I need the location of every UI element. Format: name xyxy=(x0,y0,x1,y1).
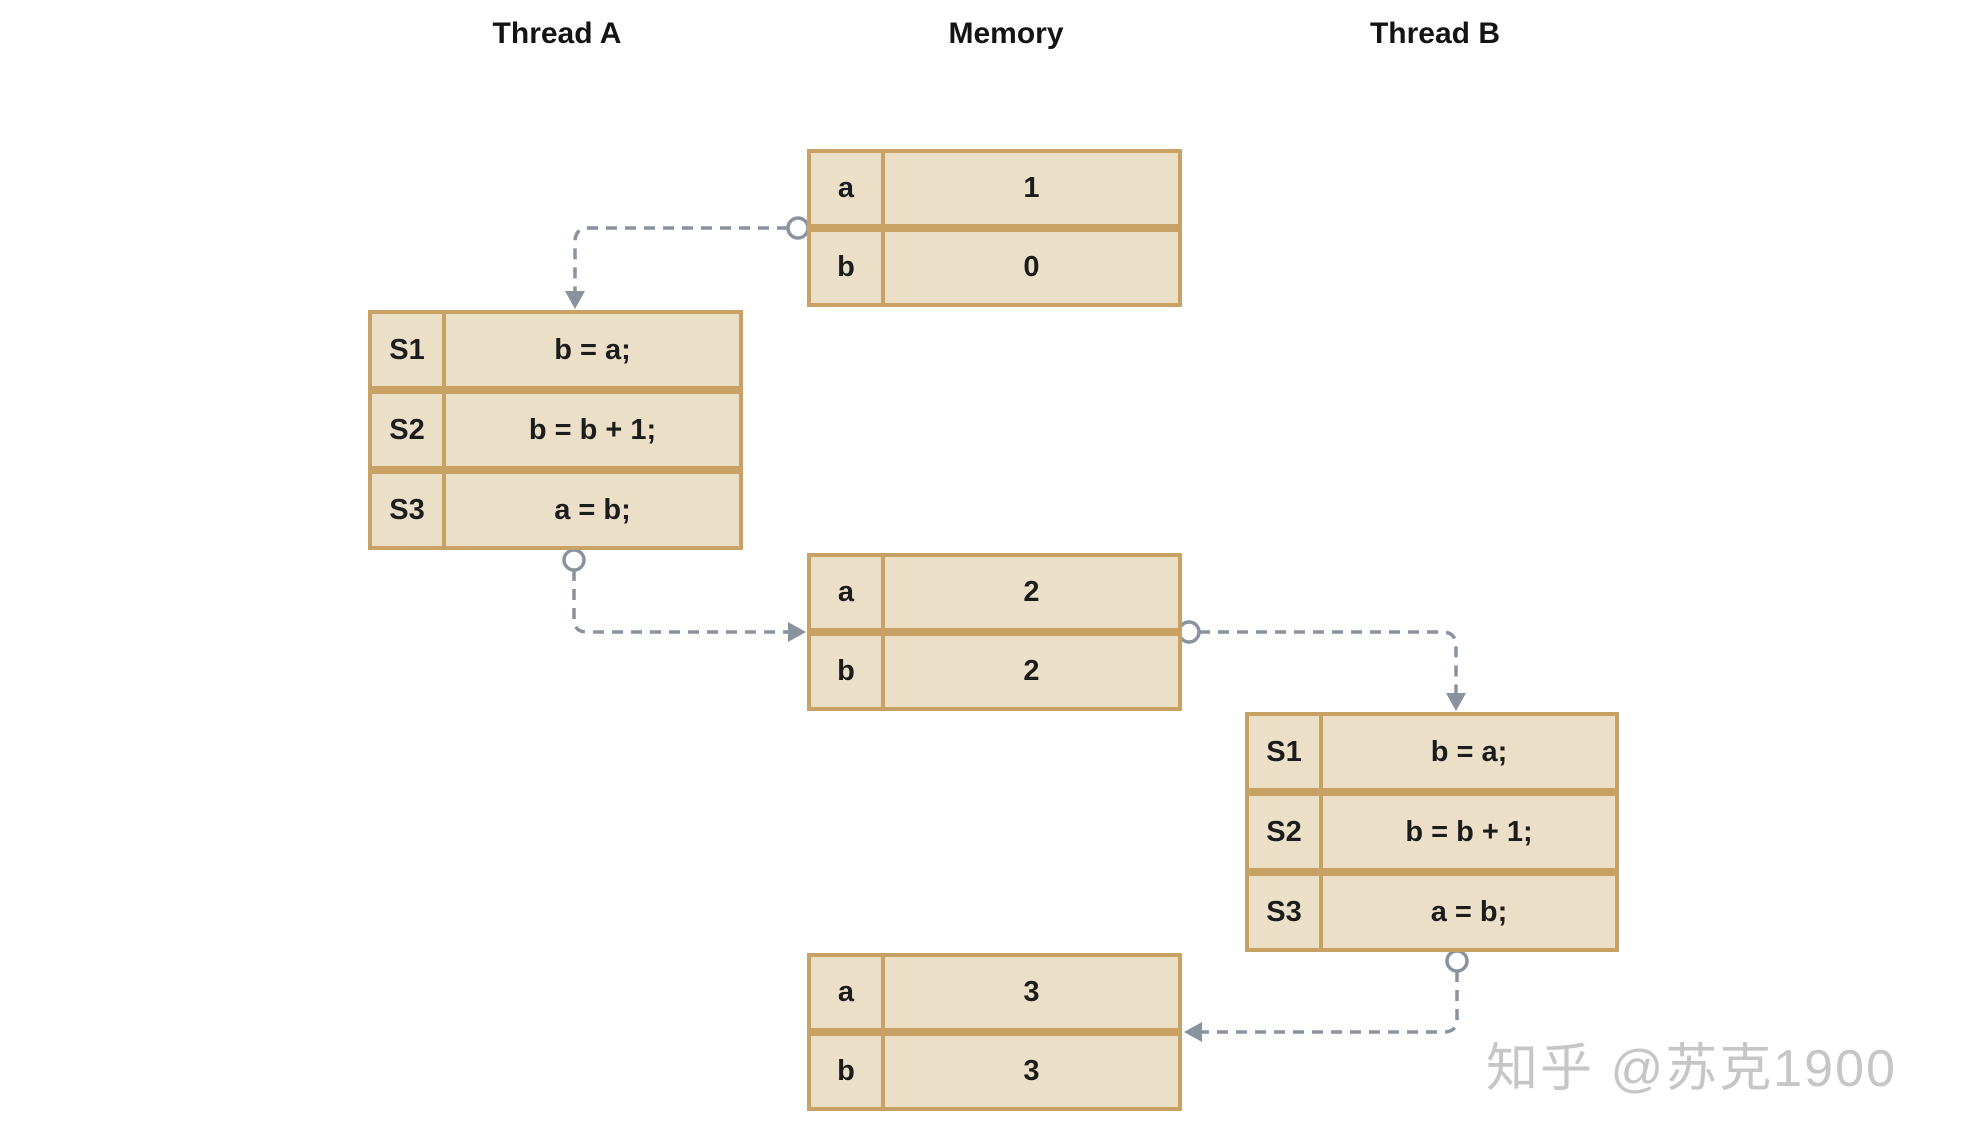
var-name-cell: a xyxy=(811,153,885,224)
memory-row-b: b 3 xyxy=(807,1032,1182,1111)
memory-row-b: b 2 xyxy=(807,632,1182,711)
var-value-cell: 0 xyxy=(1023,251,1040,283)
arrowhead-right-into-mem2 xyxy=(788,622,806,642)
statement-id-cell: S2 xyxy=(372,394,446,466)
statement-row-s3: S3 a = b; xyxy=(1245,872,1619,952)
statement-row-s1: S1 b = a; xyxy=(1245,712,1619,792)
var-value-cell: 1 xyxy=(1023,172,1040,204)
connector-thread-a-to-mem2 xyxy=(572,570,788,634)
var-name-cell: a xyxy=(811,957,885,1028)
statement-row-s2: S2 b = b + 1; xyxy=(368,390,743,470)
var-name-cell: b xyxy=(811,232,885,303)
statement-id-cell: S1 xyxy=(372,314,446,386)
memory-state-3-table: a 3 b 3 xyxy=(807,953,1182,1111)
memory-state-1-table: a 1 b 0 xyxy=(807,149,1182,307)
connector-thread-b-to-mem3 xyxy=(1198,971,1459,1034)
statement-id-cell: S2 xyxy=(1249,796,1323,868)
column-header-thread-a: Thread A xyxy=(492,17,622,50)
statement-id-cell: S3 xyxy=(372,474,446,546)
statement-row-s1: S1 b = a; xyxy=(368,310,743,390)
statement-code-cell: b = b + 1; xyxy=(1405,815,1533,848)
statement-code-cell: b = a; xyxy=(1430,735,1508,768)
statement-code-cell: a = b; xyxy=(554,493,631,526)
statement-id-cell: S1 xyxy=(1249,716,1323,788)
thread-a-block: S1 b = a; S2 b = b + 1; S3 a = b; xyxy=(368,310,743,550)
arrowhead-left-into-mem3 xyxy=(1184,1022,1202,1042)
origin-circle-thread-a xyxy=(562,548,586,572)
connector-mem1-to-thread-a xyxy=(573,226,788,296)
var-value-cell: 2 xyxy=(1023,576,1040,608)
var-value-cell: 2 xyxy=(1023,655,1040,687)
var-value-cell: 3 xyxy=(1023,976,1040,1008)
connector-mem2-to-thread-b xyxy=(1199,630,1458,698)
arrowhead-down-into-thread-a xyxy=(565,291,585,309)
statement-row-s2: S2 b = b + 1; xyxy=(1245,792,1619,872)
column-header-memory: Memory xyxy=(948,17,1064,50)
var-name-cell: b xyxy=(811,1036,885,1107)
statement-code-cell: b = a; xyxy=(554,333,631,366)
memory-row-a: a 1 xyxy=(807,149,1182,228)
var-name-cell: a xyxy=(811,557,885,628)
origin-circle-mem1 xyxy=(786,216,810,240)
memory-row-a: a 2 xyxy=(807,553,1182,632)
memory-state-2-table: a 2 b 2 xyxy=(807,553,1182,711)
statement-row-s3: S3 a = b; xyxy=(368,470,743,550)
memory-row-a: a 3 xyxy=(807,953,1182,1032)
origin-circle-thread-b xyxy=(1445,949,1469,973)
thread-b-block: S1 b = a; S2 b = b + 1; S3 a = b; xyxy=(1245,712,1619,952)
statement-id-cell: S3 xyxy=(1249,876,1323,948)
arrowhead-down-into-thread-b xyxy=(1446,693,1466,711)
statement-code-cell: b = b + 1; xyxy=(528,413,657,446)
zhihu-watermark: 知乎 @苏克1900 xyxy=(1486,1040,1897,1098)
var-name-cell: b xyxy=(811,636,885,707)
memory-row-b: b 0 xyxy=(807,228,1182,307)
column-header-thread-b: Thread B xyxy=(1369,17,1501,50)
statement-code-cell: a = b; xyxy=(1430,895,1508,928)
var-value-cell: 3 xyxy=(1023,1055,1040,1087)
origin-circle-mem2 xyxy=(1177,620,1201,644)
